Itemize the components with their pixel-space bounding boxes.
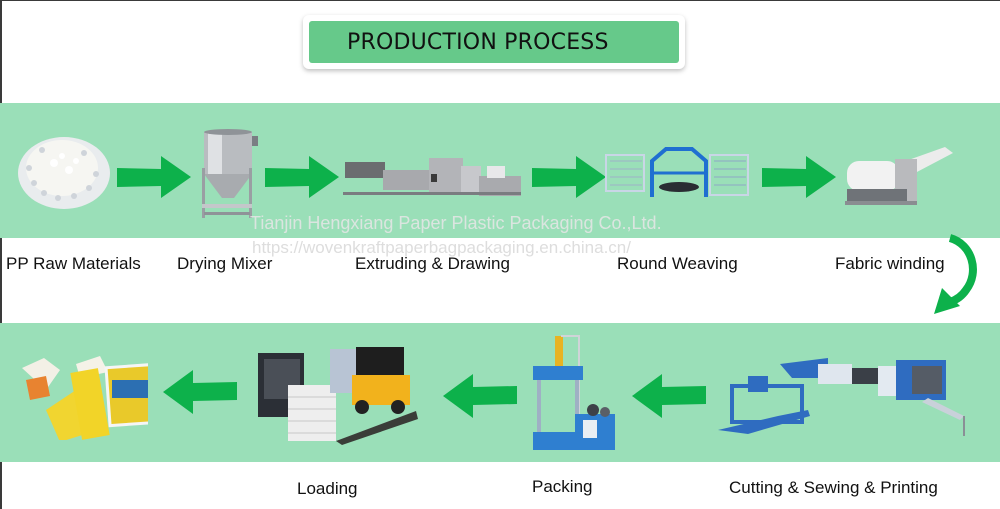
pp-pellets-icon	[14, 128, 114, 212]
frame-top-border	[0, 0, 1000, 1]
arrow-right-icon	[532, 156, 606, 199]
arrow-right-icon	[265, 156, 339, 199]
step-label: Packing	[532, 477, 593, 496]
fabric-winder-icon	[845, 143, 955, 215]
title-banner: PRODUCTION PROCESS	[309, 21, 679, 63]
step-label: PP Raw Materials	[6, 254, 141, 273]
step-label: Round Weaving	[617, 254, 738, 273]
step-label: Cutting & Sewing & Printing	[729, 478, 938, 497]
extruder-line-icon	[343, 152, 523, 202]
forklift-truck-loading-icon	[256, 345, 422, 445]
watermark-company: Tianjin Hengxiang Paper Plastic Packagin…	[250, 213, 662, 233]
arrow-right-icon	[117, 156, 191, 199]
page-title: PRODUCTION PROCESS	[347, 29, 609, 55]
drying-mixer-icon	[198, 128, 260, 220]
watermark-url: https://wovenkraftpaperbagpackaging.en.c…	[252, 238, 631, 257]
cutting-sewing-printing-machine-icon	[718, 356, 968, 436]
arrow-left-icon	[632, 374, 706, 418]
arrow-left-icon	[163, 370, 237, 414]
arrow-left-icon	[443, 374, 517, 418]
baling-press-icon	[531, 334, 621, 454]
step-label: Extruding & Drawing	[355, 254, 510, 273]
arrow-right-icon	[762, 156, 836, 199]
title-box: PRODUCTION PROCESS	[303, 15, 685, 69]
step-label: Drying Mixer	[177, 254, 273, 273]
curved-arrow-down-icon	[932, 234, 982, 320]
step-label: Loading	[297, 479, 358, 498]
finished-bags-icon	[16, 350, 148, 440]
step-label: Fabric winding	[835, 254, 945, 273]
circular-loom-icon	[604, 147, 752, 205]
frame-left-border	[0, 0, 2, 509]
